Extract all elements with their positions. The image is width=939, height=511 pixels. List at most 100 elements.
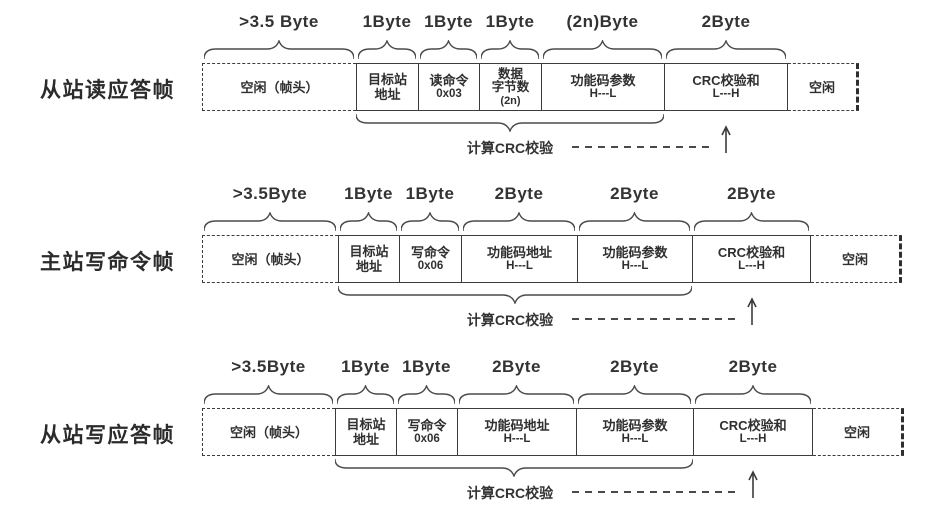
up-arrow-icon [719,124,733,154]
brace-icon [400,211,460,232]
brace-icon [542,39,663,60]
brace-icon [693,211,810,232]
field-text: 写命令 [407,418,447,433]
brace-icon [577,384,692,405]
brace-icon [480,39,540,60]
brace-icon [339,211,398,232]
field-text: 功能码参数 [602,245,668,260]
field-text: 地址 [374,87,401,102]
field-text: 读命令 [429,73,469,88]
field-text: H---L [503,433,531,445]
byte-size-label: 2Byte [492,357,541,376]
brace-icon [203,384,334,405]
byte-size-label: 1Byte [485,12,535,31]
field-text: 功能码地址 [484,418,550,433]
crc-dashed-leader [572,318,740,320]
field-text: 字节数 [491,80,530,94]
crc-span-underbrace-icon [337,285,693,305]
field-data-byte-count: 数据字节数(2n) [479,63,541,111]
frame-title: 从站写应答帧 [40,424,175,447]
field-idle-tail: 空闲 [811,235,902,283]
field-text: 空闲（帧头） [229,424,308,440]
byte-size-label: 1Byte [344,184,393,203]
field-text: H---L [589,88,617,100]
brace-icon [397,384,456,405]
brace-icon [419,39,478,60]
crc-dashed-leader [572,491,741,493]
byte-size-label: 1Byte [341,357,390,376]
brace-icon [665,39,787,60]
field-text: 空闲 [808,79,835,95]
up-arrow-icon [745,296,759,326]
field-text: L---H [738,260,765,272]
brace-icon [357,39,417,60]
frame-title: 从站读应答帧 [40,79,175,102]
field-text: 功能码地址 [486,245,552,260]
field-text: 地址 [352,432,379,447]
field-text: CRC校验和 [719,418,787,433]
crc-note-label: 计算CRC校验 [466,140,554,156]
field-text: 功能码参数 [602,418,668,433]
byte-size-label: >3.5 Byte [239,12,319,31]
byte-size-label: 1Byte [402,357,451,376]
field-idle-header: 空闲（帧头） [202,63,356,111]
field-text: (2n) [500,94,521,107]
field-target-address: 目标站地址 [356,63,418,111]
field-text: L---H [712,88,740,100]
crc-note-label: 计算CRC校验 [466,485,554,501]
field-text: 地址 [355,259,382,274]
frame-title: 主站写命令帧 [40,251,175,274]
crc-span-underbrace-icon [334,458,694,478]
field-text: CRC校验和 [717,245,786,260]
field-text: 空闲（帧头） [240,79,319,95]
field-text: H---L [621,433,649,445]
field-idle-header: 空闲（帧头） [202,408,335,456]
field-idle-tail: 空闲 [813,408,904,456]
crc-span-underbrace-icon [355,113,665,133]
field-text: 空闲（帧头） [231,251,310,267]
field-text: 功能码参数 [570,73,636,88]
field-text: 0x06 [414,433,440,445]
byte-size-label: 2Byte [610,357,659,376]
field-text: 目标站 [349,244,389,259]
byte-size-label: 1Byte [405,184,455,203]
up-arrow-icon [746,469,760,499]
brace-icon [694,384,812,405]
brace-icon [336,384,395,405]
byte-size-label: 2Byte [494,184,544,203]
brace-icon [462,211,576,232]
field-text: 目标站 [346,417,386,432]
field-target-address: 目标站地址 [335,408,396,456]
byte-size-label: >3.5Byte [231,357,306,376]
brace-icon [458,384,575,405]
field-text: L---H [739,433,767,445]
field-text: CRC校验和 [692,73,760,88]
field-text: 空闲 [843,424,870,440]
byte-size-label: 1Byte [424,12,473,31]
field-text: H---L [506,260,533,272]
field-text: 目标站 [367,72,407,87]
byte-size-label: 1Byte [362,12,412,31]
byte-size-label: 2Byte [610,184,659,203]
field-text: 空闲 [841,251,868,267]
field-idle-header: 空闲（帧头） [202,235,338,283]
byte-size-label: >3.5Byte [232,184,308,203]
field-text: 0x06 [417,260,444,272]
field-target-address: 目标站地址 [338,235,399,283]
byte-size-label: 2Byte [701,12,751,31]
field-text: 0x03 [436,88,462,100]
